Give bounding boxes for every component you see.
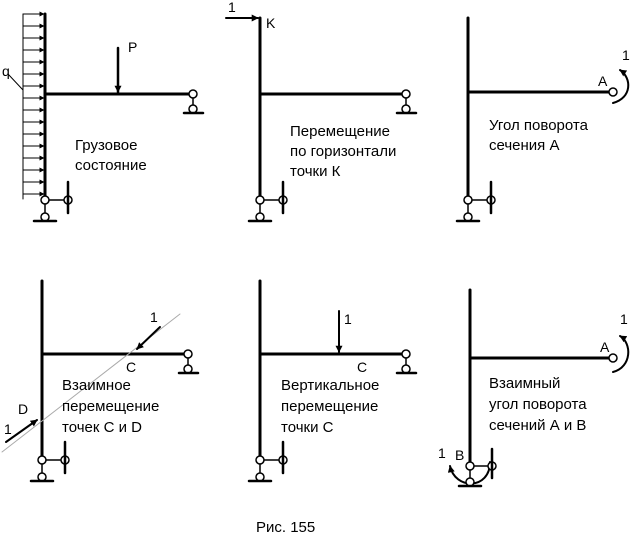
unit-moment-label: 1 [622, 47, 630, 63]
pinned-support-base [32, 180, 73, 223]
panel-caption-line: Угол поворота [489, 117, 589, 134]
unit-moment-arc [612, 69, 630, 104]
unit-force-c-label: 1 [150, 309, 158, 325]
panel-caption-line: Взаимное [62, 377, 131, 394]
point-a-label: A [600, 339, 610, 355]
pinned-support-base [455, 180, 496, 223]
unit-force-label: 1 [344, 311, 352, 327]
panel-caption-line: перемещение [281, 398, 378, 415]
pinned-support-base [457, 447, 497, 488]
panel-caption-line: угол поворота [489, 396, 587, 413]
pinned-support-base [29, 440, 70, 483]
load-q-label: q [2, 63, 10, 79]
unit-force-c-arrow [136, 326, 161, 350]
roller-support-right [395, 349, 418, 375]
unit-force-d-label: 1 [4, 421, 12, 437]
point-a-label: A [598, 73, 608, 89]
panel-caption-line: по горизонтали [290, 143, 396, 160]
unit-moment-a-arc [612, 335, 630, 373]
roller-support-right [182, 89, 205, 115]
unit-force-d-arrow [5, 419, 38, 443]
roller-support-right [608, 87, 618, 97]
unit-force-label: 1 [228, 0, 236, 15]
panel-caption-line: точки С [281, 419, 334, 436]
panel-caption-line: Взаимный [489, 375, 560, 392]
unit-moment-a-label: 1 [620, 311, 628, 327]
panel-vertical-displacement-c [247, 279, 418, 483]
panel-caption-line: сечений А и В [489, 417, 586, 434]
point-d-label: D [18, 401, 28, 417]
panel-mutual-displacement-cd [1, 279, 200, 483]
panel-caption-line: сечения А [489, 137, 559, 154]
panel-rotation-a [455, 16, 630, 223]
roller-support-right [608, 353, 618, 363]
point-c-label: C [126, 359, 136, 375]
point-k-label: K [266, 15, 276, 31]
pinned-support-base [247, 440, 288, 483]
panel-mutual-rotation-ab [447, 288, 630, 488]
figure-caption: Рис. 155 [256, 519, 315, 536]
panel-caption-line: перемещение [62, 398, 159, 415]
pinned-support-base [247, 180, 288, 223]
panel-horizontal-displacement-k [225, 14, 418, 223]
panel-caption-line: Грузовое [75, 137, 138, 154]
panel-caption-line: точки К [290, 163, 341, 180]
roller-support-right [395, 89, 418, 115]
panel-caption-line: Вертикальное [281, 377, 379, 394]
load-p-label: P [128, 39, 137, 55]
panel-load-state [7, 11, 205, 223]
distributed-load-q [7, 11, 45, 200]
panel-caption-line: состояние [75, 157, 147, 174]
panel-caption-line: Перемещение [290, 123, 390, 140]
point-b-label: B [455, 447, 464, 463]
panel-caption-line: точек С и D [62, 419, 142, 436]
point-c-label: C [357, 359, 367, 375]
unit-moment-b-label: 1 [438, 445, 446, 461]
roller-support-right [177, 349, 200, 375]
